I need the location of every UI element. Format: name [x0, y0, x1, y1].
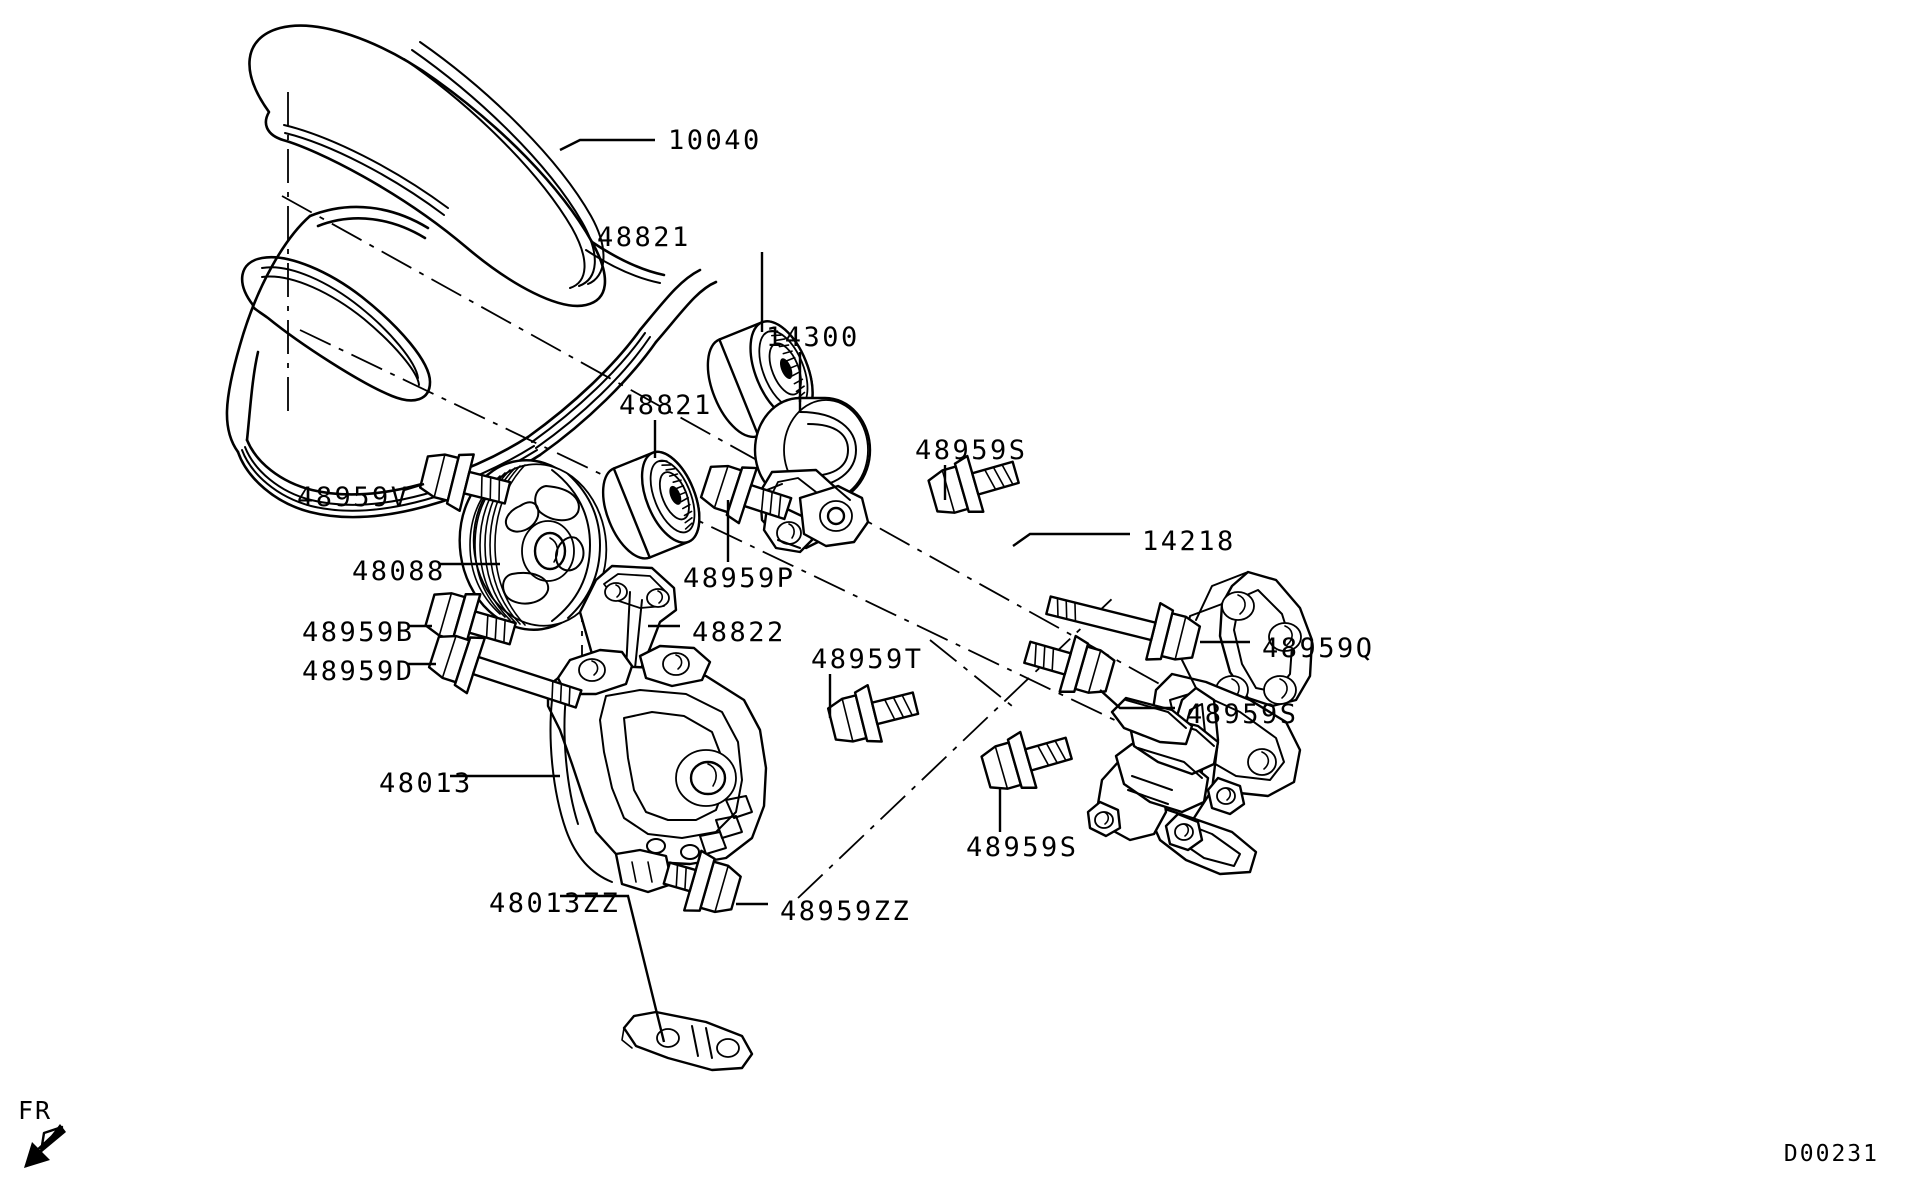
callout-48959P: 48959P	[683, 563, 796, 594]
ps-pump-bracket-48013	[546, 644, 768, 894]
callout-14300: 14300	[766, 322, 860, 353]
callout-48013: 48013	[379, 768, 473, 799]
callout-48959Q: 48959Q	[1262, 633, 1375, 664]
idler-pulley-lower	[601, 450, 701, 560]
belt-10040	[225, 24, 718, 519]
callout-14218: 14218	[1142, 526, 1236, 557]
bolt-48959S-lower	[976, 719, 1078, 802]
bolt-48959T	[823, 673, 924, 754]
callout-48959S-2: 48959S	[1186, 699, 1299, 730]
callout-48013ZZ: 48013ZZ	[489, 888, 621, 919]
callout-48959S-3: 48959S	[966, 832, 1079, 863]
callout-48959V: 48959V	[297, 482, 410, 513]
callout-48959ZZ: 48959ZZ	[780, 896, 912, 927]
callout-48959D: 48959D	[302, 656, 415, 687]
callout-48959B: 48959B	[302, 617, 415, 648]
front-orientation-label: FR	[18, 1096, 53, 1125]
drawing-number: D00231	[1783, 1141, 1879, 1167]
leader-lines	[403, 138, 1250, 1043]
callout-48959S-1: 48959S	[915, 435, 1028, 466]
auto-tensioner-14300	[753, 396, 872, 554]
callout-48959T: 48959T	[811, 644, 924, 675]
water-pump-housing	[1086, 696, 1246, 852]
callout-10040: 10040	[668, 125, 762, 156]
fr-arrow-icon	[24, 1124, 66, 1168]
callout-48821-upper: 48821	[597, 222, 691, 253]
callout-48088: 48088	[352, 556, 446, 587]
callout-48821-lower: 48821	[619, 390, 713, 421]
ps-pump-pulley-48088	[458, 459, 608, 631]
sub-stay-48013ZZ	[621, 1010, 754, 1072]
callout-48822: 48822	[692, 617, 786, 648]
